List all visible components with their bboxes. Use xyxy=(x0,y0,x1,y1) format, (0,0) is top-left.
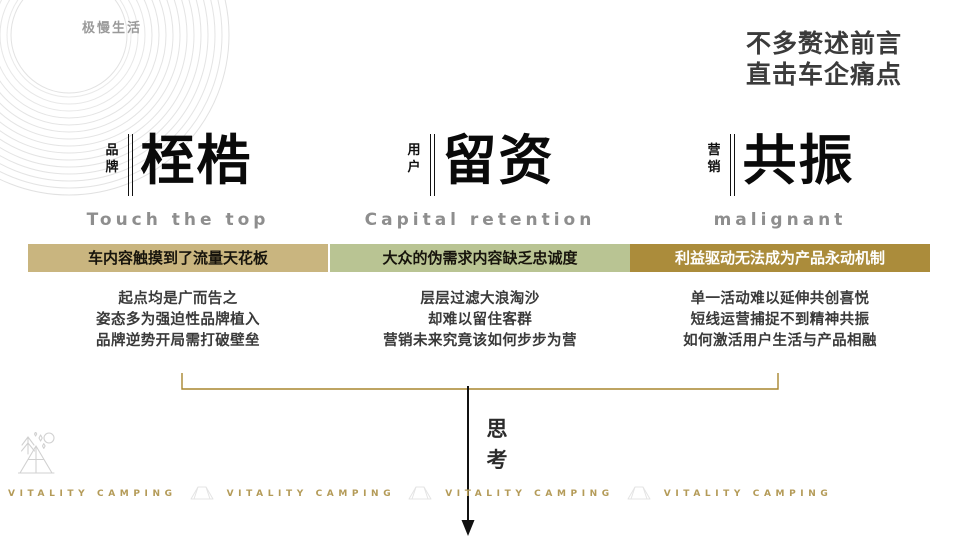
column-subtitle: Touch the top xyxy=(86,210,270,230)
column-body-line: 起点均是广而告之 xyxy=(118,291,238,307)
tent-icon xyxy=(622,485,656,504)
page-title-line-1: 不多赘述前言 xyxy=(745,29,902,58)
column-body-line: 却难以留住客群 xyxy=(427,312,533,328)
column-vertical-label-char-1: 品 xyxy=(105,143,119,158)
column-title-row: 用 户 留资 xyxy=(330,130,630,204)
conclusion-label-char-2: 考 xyxy=(486,448,508,472)
column-title: 桎梏 xyxy=(140,129,253,192)
double-rule-divider xyxy=(429,134,436,196)
column-vertical-label: 用 户 xyxy=(406,142,423,176)
column-user: 用 户 留资 Capital retention 大众的伪需求内容缺乏忠诚度 层… xyxy=(330,130,630,352)
camp-scene-icon xyxy=(17,431,88,480)
page-title: 不多赘述前言 直击车企痛点 xyxy=(746,28,902,90)
columns-container: 品 牌 桎梏 Touch the top 车内容触摸到了流量天花板 起点均是广而… xyxy=(0,130,960,370)
page-title-line-2: 直击车企痛点 xyxy=(745,60,902,89)
footer-watermark-text: VITALITY CAMPING xyxy=(226,489,396,499)
column-subtitle: Capital retention xyxy=(364,210,596,230)
column-body-line: 姿态多为强迫性品牌植入 xyxy=(96,312,260,328)
column-vertical-label-char-1: 用 xyxy=(407,143,421,158)
tent-icon xyxy=(403,485,437,504)
column-body-line: 品牌逆势开局需打破壁垒 xyxy=(96,333,260,349)
column-vertical-label-char-2: 牌 xyxy=(105,160,119,175)
column-body-line: 短线运营捕捉不到精神共振 xyxy=(690,312,870,328)
column-body-line: 营销未来究竟该如何步步为营 xyxy=(383,333,577,349)
column-body-line: 层层过滤大浪淘沙 xyxy=(420,291,540,307)
column-body-line: 如何激活用户生活与产品相融 xyxy=(683,333,877,349)
footer-watermark-text: VITALITY CAMPING xyxy=(8,489,177,499)
column-vertical-label: 品 牌 xyxy=(104,142,121,176)
double-rule-divider xyxy=(729,134,736,196)
conclusion-label-char-1: 思 xyxy=(486,417,508,441)
column-banner: 大众的伪需求内容缺乏忠诚度 xyxy=(330,244,630,272)
footer-watermark-strip: VITALITY CAMPING VITALITY CAMPING VITALI… xyxy=(0,483,960,505)
column-title: 留资 xyxy=(442,129,555,192)
column-title-row: 营 销 共振 xyxy=(630,130,930,204)
down-arrow-icon xyxy=(420,386,540,538)
column-body: 起点均是广而告之 姿态多为强迫性品牌植入 品牌逆势开局需打破壁垒 xyxy=(28,289,328,352)
column-vertical-label-char-2: 户 xyxy=(407,160,421,175)
column-banner: 利益驱动无法成为产品永动机制 xyxy=(630,244,930,272)
tent-icon xyxy=(185,485,219,504)
column-body: 单一活动难以延伸共创喜悦 短线运营捕捉不到精神共振 如何激活用户生活与产品相融 xyxy=(630,289,930,352)
column-brand: 品 牌 桎梏 Touch the top 车内容触摸到了流量天花板 起点均是广而… xyxy=(28,130,328,352)
column-banner: 车内容触摸到了流量天花板 xyxy=(28,244,328,272)
column-title-row: 品 牌 桎梏 xyxy=(28,130,328,204)
column-body-line: 单一活动难以延伸共创喜悦 xyxy=(690,291,870,307)
column-vertical-label: 营 销 xyxy=(706,142,723,176)
column-vertical-label-char-2: 销 xyxy=(707,160,721,175)
column-vertical-label-char-1: 营 xyxy=(707,143,721,158)
column-body: 层层过滤大浪淘沙 却难以留住客群 营销未来究竟该如何步步为营 xyxy=(330,289,630,352)
column-marketing: 营 销 共振 malignant 利益驱动无法成为产品永动机制 单一活动难以延伸… xyxy=(630,130,930,352)
column-title: 共振 xyxy=(742,129,855,192)
footer-watermark-text: VITALITY CAMPING xyxy=(663,489,833,499)
conclusion-label: 思 考 xyxy=(485,414,509,476)
double-rule-divider xyxy=(127,134,134,196)
circular-watermark-label: 极慢生活 xyxy=(82,21,143,36)
column-subtitle: malignant xyxy=(713,210,847,230)
footer-watermark-text: VITALITY CAMPING xyxy=(445,489,614,499)
